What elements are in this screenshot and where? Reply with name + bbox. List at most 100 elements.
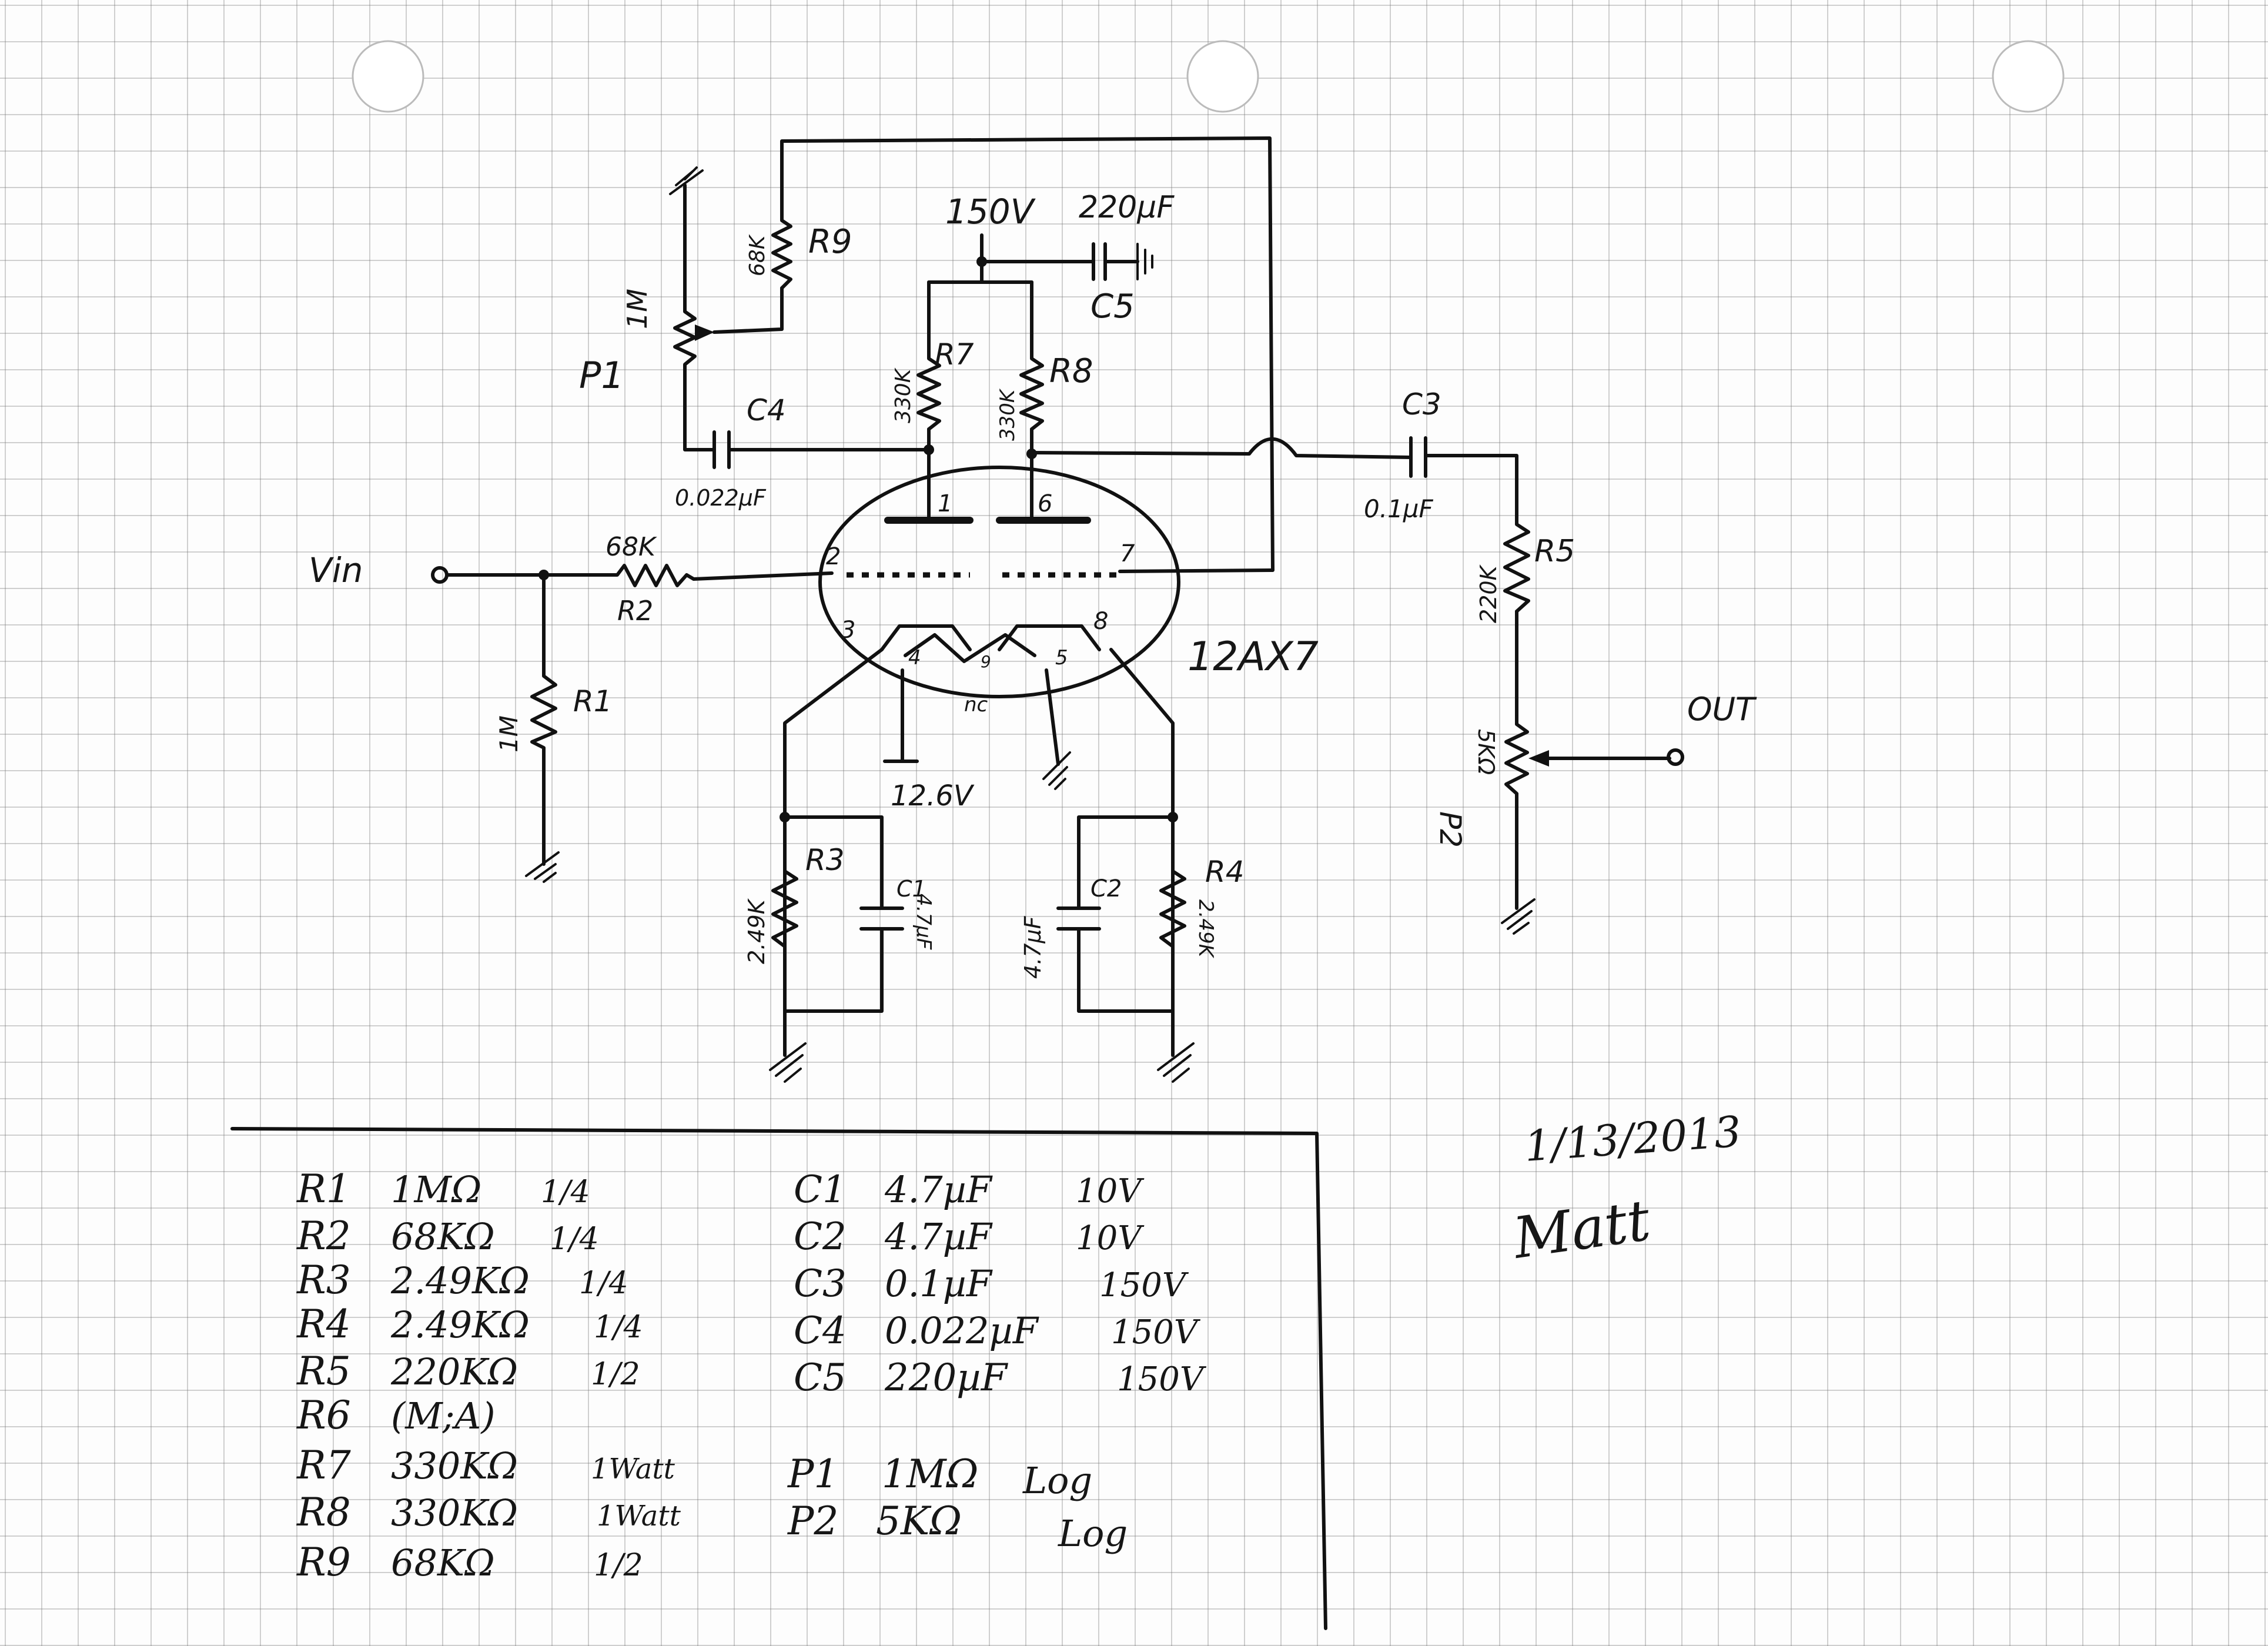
- part-value: 68KΩ: [391, 1541, 495, 1584]
- cathode3-wire: [783, 648, 884, 1001]
- pin-label: 8: [1093, 608, 1108, 635]
- feedback-loop-wire: [780, 136, 1275, 573]
- out-label: OUT: [1687, 691, 1757, 728]
- capacitors: [712, 242, 1427, 931]
- part-ref: R9: [296, 1540, 351, 1585]
- part-ref: C2: [794, 1215, 847, 1259]
- ground-icon: [769, 1042, 807, 1083]
- parts-row: R2 68KΩ 1/4: [296, 1213, 599, 1259]
- part-value: 0.022µF: [885, 1309, 1039, 1352]
- date-note: 1/13/2013: [1523, 1106, 1742, 1171]
- pin-label: 2: [826, 543, 841, 570]
- p1-wiper-arrow: [695, 324, 714, 341]
- r3-c1-network-wire: [783, 815, 884, 1057]
- r4-label: R4: [1205, 855, 1245, 889]
- parts-list-resistors: R1 1MΩ 1/4 R2 68KΩ 1/4 R3 2.49KΩ 1/4 R4 …: [296, 1166, 681, 1585]
- parts-row: R8 330KΩ 1Watt: [296, 1490, 681, 1535]
- junction-dot: [780, 812, 790, 822]
- binder-hole-center: [1186, 40, 1259, 113]
- r5-value: 220K: [1476, 564, 1501, 623]
- part-value: 2.49KΩ: [390, 1303, 530, 1346]
- c2-label: C2: [1090, 875, 1122, 902]
- parts-row: C4 0.022µF 150V: [794, 1309, 1201, 1353]
- part-rating: 1/4: [541, 1175, 590, 1210]
- part-value: 5KΩ: [876, 1498, 962, 1544]
- parts-list-pots: P1 1MΩ Log P2 5KΩ Log: [787, 1451, 1128, 1555]
- parts-row: P1 1MΩ Log: [787, 1451, 1092, 1502]
- part-ref: P1: [787, 1451, 838, 1497]
- r8-label: R8: [1049, 352, 1093, 390]
- part-value: 4.7µF: [884, 1215, 993, 1258]
- part-rating: 1/4: [550, 1222, 599, 1257]
- r4-value: 2.49K: [1194, 899, 1217, 959]
- plate6-to-c3-wire: [1030, 437, 1413, 459]
- r3-label: R3: [805, 843, 845, 877]
- out-terminal[interactable]: [1667, 748, 1684, 766]
- part-rating: 150V: [1117, 1360, 1207, 1399]
- supply-voltage-label: 150V: [945, 192, 1036, 232]
- parts-row: R5 220KΩ 1/2: [296, 1349, 640, 1394]
- r7-label: R7: [935, 337, 974, 372]
- p2-value: 5KΩ: [1473, 729, 1499, 775]
- r2-value: 68K: [606, 532, 657, 562]
- pin-label: 5: [1055, 646, 1068, 670]
- p1-potentiometer: [673, 304, 697, 372]
- part-value: 220µF: [884, 1356, 1009, 1400]
- c1-capacitor: [859, 906, 904, 931]
- r4-c2-network-wire: [1077, 815, 1175, 1057]
- p2-wiper-arrow: [1528, 750, 1549, 767]
- c4-value: 0.022µF: [675, 485, 767, 511]
- ground-icon: [1042, 751, 1071, 790]
- part-value: 330KΩ: [391, 1491, 518, 1534]
- vin-terminal[interactable]: [431, 566, 449, 584]
- p2-potentiometer: [1504, 715, 1529, 801]
- heater-voltage-label: 12.6V: [891, 779, 975, 812]
- junction-dot: [924, 444, 934, 455]
- tube-envelope: [818, 466, 1180, 698]
- part-value: 220KΩ: [390, 1350, 518, 1393]
- part-value: 1MΩ: [391, 1168, 481, 1211]
- r2-resistor: [607, 564, 695, 587]
- junction-dot: [538, 570, 549, 580]
- part-rating: 10V: [1076, 1172, 1145, 1210]
- part-rating: Log: [1022, 1459, 1092, 1502]
- schematic-labels: Vin OUT 12AX7 150V 12.6V nc R9 68K 1M P1…: [309, 190, 1757, 979]
- parts-row: C1 4.7µF 10V: [794, 1168, 1145, 1212]
- r9-resistor: [771, 213, 792, 290]
- r8-value: 330K: [996, 388, 1019, 441]
- part-ref: R6: [296, 1393, 351, 1438]
- c3-to-r5-wire: [1424, 454, 1518, 519]
- part-value: 330KΩ: [391, 1444, 518, 1487]
- c3-capacitor: [1409, 436, 1427, 478]
- part-value: 0.1µF: [885, 1262, 993, 1305]
- part-rating: 1/2: [591, 1357, 640, 1392]
- part-ref: R4: [296, 1302, 351, 1347]
- parts-row: R1 1MΩ 1/4: [296, 1166, 590, 1212]
- part-rating: 150V: [1111, 1313, 1201, 1351]
- r9-to-p1-wiper-wire: [712, 286, 784, 334]
- nc-label: nc: [964, 693, 988, 717]
- pin-label: 1: [938, 490, 952, 517]
- c1-value: 4.7µF: [912, 894, 935, 950]
- vin-label: Vin: [309, 550, 363, 590]
- pin-label: 4: [908, 646, 921, 670]
- cathode8-wire: [1109, 648, 1175, 1013]
- c5-capacitor: [1092, 242, 1107, 281]
- part-rating: 1/4: [594, 1310, 643, 1345]
- c1-label: C1: [897, 876, 926, 902]
- parts-row: R6 (M;A): [296, 1393, 496, 1438]
- c5-label: C5: [1090, 287, 1135, 326]
- r1-value: 1M: [494, 715, 523, 752]
- part-ref: P2: [787, 1498, 838, 1544]
- r9-value: 68K: [745, 234, 770, 276]
- ground-icon: [1136, 243, 1153, 280]
- r9-label: R9: [808, 223, 852, 261]
- cathode-right: [998, 624, 1101, 651]
- ground-symbols: [525, 166, 1536, 1083]
- binder-hole-left: [352, 40, 424, 113]
- r5-label: R5: [1534, 534, 1575, 569]
- c2-value: 4.7µF: [1020, 915, 1046, 979]
- part-value: 1MΩ: [882, 1451, 978, 1497]
- pin-label: 7: [1120, 540, 1135, 567]
